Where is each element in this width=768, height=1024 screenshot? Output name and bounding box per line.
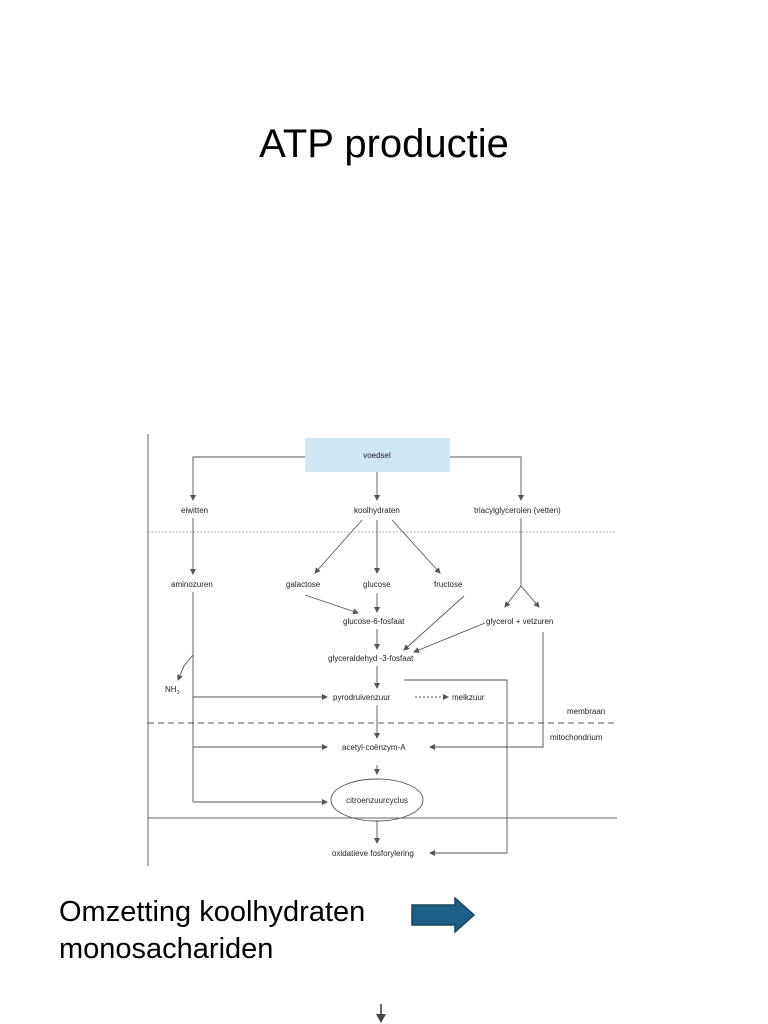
down-arrow-icon [376,1004,386,1023]
arrow-glyceraldehyd-oxidatieve [404,679,508,856]
arrow-voedsel-eiwitten [190,456,305,501]
eiwitten-label: eiwitten [181,506,208,515]
galactose-label: galactose [286,580,321,589]
fructose-label: fructose [434,580,463,589]
glyceraldehyd-label: glyceraldehyd -3-fosfaat [328,654,414,663]
right-arrow-shape [411,897,476,933]
arrow-glycerol-glyceraldehyd [413,622,486,653]
arrow-voedsel-vetten [450,456,524,501]
aminozuren-label: aminozuren [171,580,213,589]
glucose-label: glucose [363,580,391,589]
arrow-galactose-g6p [304,594,359,615]
mitochondrium-label: mitochondrium [550,733,603,742]
koolhydraten-label: koolhydraten [354,506,400,515]
caption-line-1: Omzetting koolhydraten [59,896,366,928]
pyrodruivenzuur-label: pyrodruivenzuur [333,693,391,702]
slide-title: ATP productie [259,122,509,166]
voedsel-label: voedsel [363,451,391,460]
arrow-koolhydraten-fructose [391,519,441,574]
caption: Omzetting koolhydraten monosachariden [59,894,365,968]
caption-line-2: monosachariden [59,933,274,965]
citroenzuurcyclus-label: citroenzuurcyclus [346,796,408,805]
arrow-vetten-vetzuren [520,585,540,608]
voedsel-box [305,438,450,472]
arrow-vetzuren-acetyl [429,632,544,750]
oxidatieve-fosforylering-label: oxidatieve fosforylering [332,849,414,858]
right-arrow-icon [411,897,476,933]
arrow-fructose-glyceraldehyd [403,595,465,651]
arrow-koolhydraten-galactose [314,519,363,574]
nh3-label: NH3 [165,685,180,696]
acetyl-coenzym-a-label: acetyl-coënzym-A [342,743,406,752]
arrow-vetten-glycerol [504,585,522,608]
glucose-6-fosfaat-label: glucose-6-fosfaat [343,617,405,626]
melkzuur-label: melkzuur [452,693,485,702]
triacylglycerolen-label: triacylglycerolen (vetten) [474,506,561,515]
arrow-aminozuren-nh3 [177,654,194,681]
membraan-label: membraan [567,707,605,716]
glycerol-vetzuren-label: glycerol + vetzuren [486,617,553,626]
